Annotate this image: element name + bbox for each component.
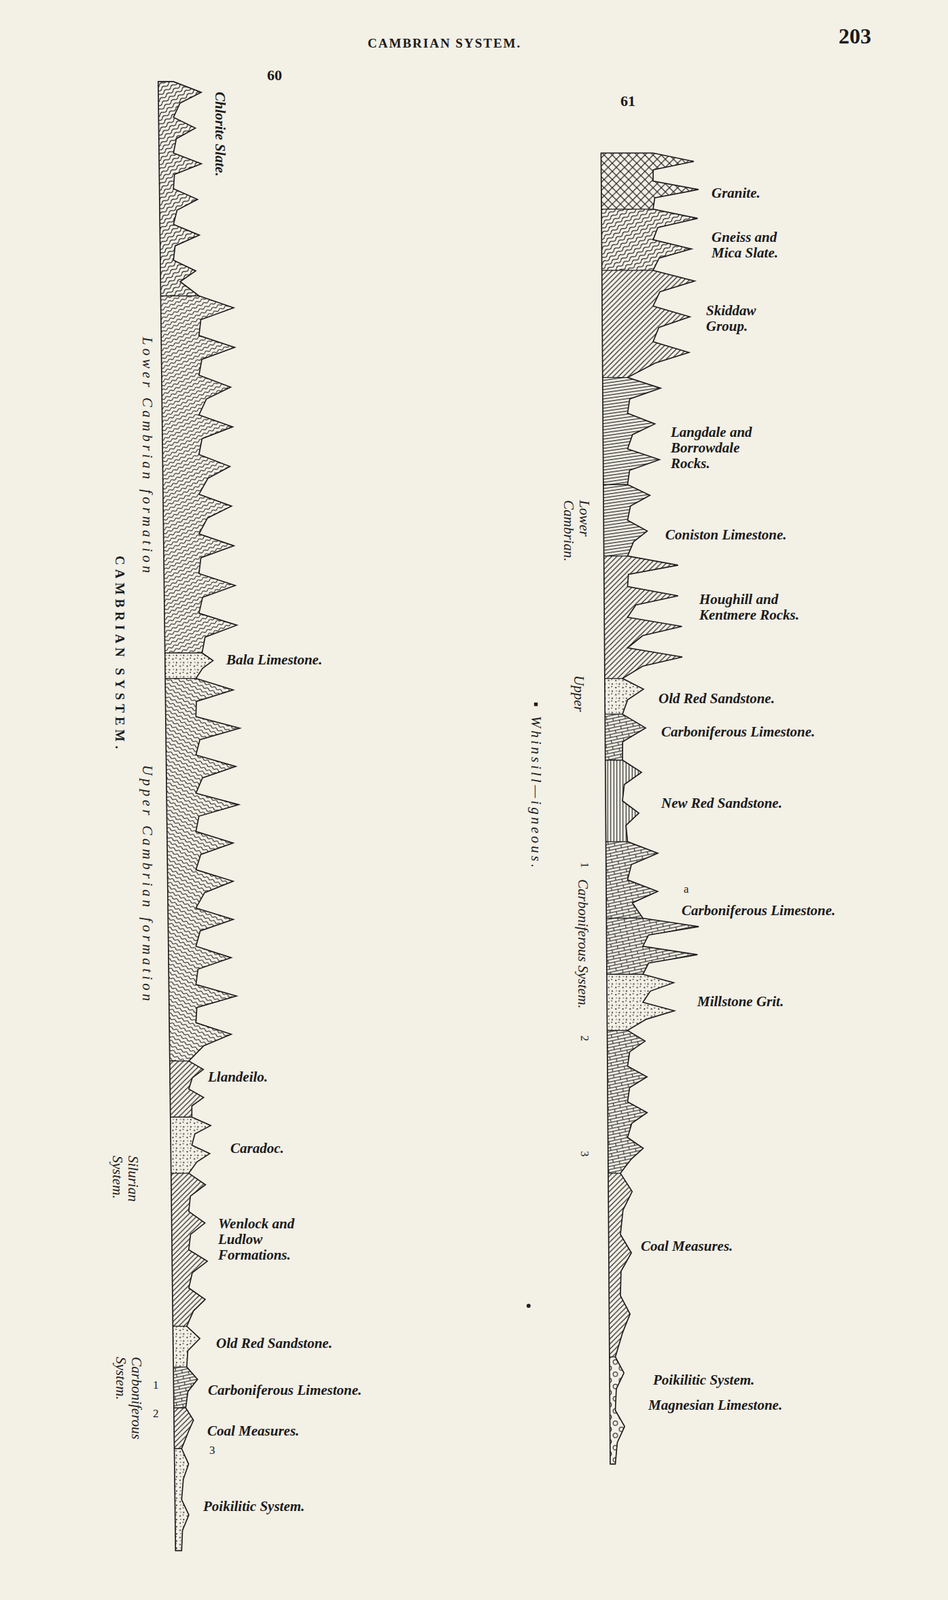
stratum-label: Llandeilo. (207, 1069, 268, 1086)
stratum-boundary (156, 1408, 320, 1409)
stratum-boundary (598, 1172, 762, 1174)
stratum-band (598, 484, 762, 557)
marker-number: 1 (577, 862, 591, 869)
stratum-label: Bala Limestone. (226, 652, 323, 669)
marker-letter: a (683, 883, 690, 897)
formation-label: Upper (570, 675, 587, 713)
stratum-label: New Red Sandstone. (661, 795, 783, 812)
stratum-boundary (156, 1172, 320, 1174)
strata-column (156, 81, 320, 1552)
note-label: ▪ Whinsill—igneous. (528, 701, 544, 871)
stratum-boundary (598, 269, 762, 271)
stratum-boundary (598, 841, 762, 842)
system-label: Silurian System. (109, 1155, 141, 1224)
stratum-boundary (598, 555, 762, 557)
stratum-label: Houghill and Kentmere Rocks. (699, 591, 819, 624)
stratum-band (156, 1173, 320, 1328)
stratum-band (156, 1448, 320, 1552)
stratum-label: Wenlock and Ludlow Formations. (218, 1216, 310, 1264)
stratum-label: Chlorite Slate. (212, 91, 228, 177)
stratum-label: Poikilitic System. (203, 1499, 305, 1515)
stratum-band (598, 918, 762, 975)
stratum-label: Gneiss and Mica Slate. (711, 229, 794, 261)
stratum-label: Old Red Sandstone. (658, 691, 775, 707)
formation-label: Upper Cambrian formation (139, 765, 155, 1005)
marker-number: 2 (577, 1035, 591, 1042)
stratum-label: Caradoc. (230, 1140, 285, 1157)
figure-number: 60 (267, 67, 283, 84)
stratum-label: Magnesian Limestone. (648, 1397, 783, 1414)
stratum-boundary (156, 295, 320, 297)
column-outline (158, 81, 240, 1551)
stratum-boundary (598, 208, 762, 210)
system-label: Carboniferous System. (574, 879, 591, 1010)
marker-number: 2 (152, 1408, 160, 1421)
stratum-boundary (156, 1325, 320, 1327)
stratum-boundary (598, 484, 762, 486)
stratum-band (598, 1030, 762, 1175)
stratum-band (156, 1408, 320, 1450)
stratum-label: Coal Measures. (207, 1423, 300, 1440)
stratum-boundary (156, 1117, 320, 1118)
stratum-band (598, 152, 762, 210)
stratum-boundary (598, 377, 762, 378)
formation-label: Lower Cambrian formation (139, 337, 155, 577)
stratum-boundary (156, 678, 320, 679)
stratum-band (156, 1061, 320, 1118)
stratum-boundary (598, 1030, 762, 1031)
stratum-boundary (598, 973, 762, 975)
stratum-label: Langdale and Borrowdale Rocks. (670, 424, 766, 472)
stratum-label: Carboniferous Limestone. (681, 903, 836, 919)
stratum-label: Carboniferous Limestone. (207, 1382, 362, 1399)
system-label: Carboniferous System. (112, 1357, 145, 1453)
stratum-label: Granite. (711, 185, 761, 202)
system-label: CAMBRIAN SYSTEM. (112, 555, 127, 753)
marker-number: 3 (209, 1444, 216, 1458)
stratum-label: Carboniferous Limestone. (661, 724, 815, 741)
running-head: CAMBRIAN SYSTEM. (367, 36, 522, 51)
formation-label: Lower Cambrian. (560, 500, 592, 569)
figure-number: 61 (620, 93, 636, 110)
stratum-band (156, 678, 320, 1063)
stratum-boundary (156, 1448, 320, 1450)
stratum-band (156, 1117, 320, 1174)
stratum-label: Coniston Limestone. (665, 527, 787, 543)
stratum-boundary (598, 1356, 762, 1358)
stratum-label: Skiddaw Group. (706, 303, 771, 335)
marker-number: 1 (152, 1379, 160, 1393)
stratum-boundary (156, 1060, 320, 1062)
marker-number: 3 (577, 1151, 591, 1158)
stratum-label: Coal Measures. (640, 1238, 733, 1255)
stratum-boundary (156, 1366, 320, 1368)
print-dot (526, 1304, 531, 1309)
stratum-label: Millstone Grit. (697, 994, 784, 1010)
stratum-label: Poikilitic System. (653, 1372, 755, 1389)
page-number: 203 (838, 24, 872, 49)
stratum-label: Old Red Sandstone. (216, 1336, 333, 1352)
stratum-band (156, 295, 320, 654)
